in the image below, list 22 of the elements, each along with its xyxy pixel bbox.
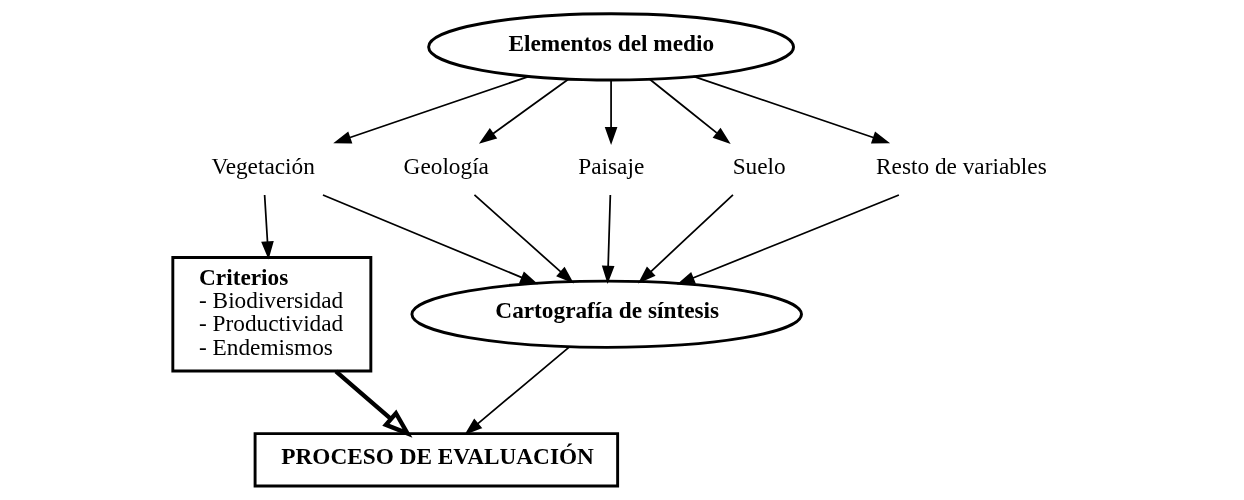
- node-text: Paisaje: [578, 153, 645, 180]
- arrow: [692, 75, 891, 144]
- arrow: [478, 78, 570, 144]
- node-box: Criterios - Biodiversidad - Productividad - Endemismos: [171, 256, 373, 373]
- node-ellipse: Cartografía de síntesis: [410, 279, 803, 349]
- arrow: [676, 194, 900, 285]
- arrow: [333, 75, 530, 144]
- arrow: [464, 345, 571, 435]
- arrow: [638, 194, 734, 284]
- node-box: PROCESO DE EVALUACIÓN: [253, 432, 620, 488]
- arrow: [322, 194, 539, 285]
- node-text: Suelo: [732, 153, 786, 180]
- arrow: [334, 369, 413, 438]
- arrow: [648, 78, 731, 145]
- arrow: [601, 194, 615, 284]
- arrow: [261, 194, 274, 260]
- arrow: [473, 194, 574, 284]
- node-text: Resto de variables: [876, 153, 1047, 180]
- arrow: [604, 79, 618, 146]
- node-text: Geología: [403, 153, 489, 180]
- node-ellipse: Elementos del medio: [427, 12, 795, 82]
- node-text: Vegetación: [211, 153, 315, 180]
